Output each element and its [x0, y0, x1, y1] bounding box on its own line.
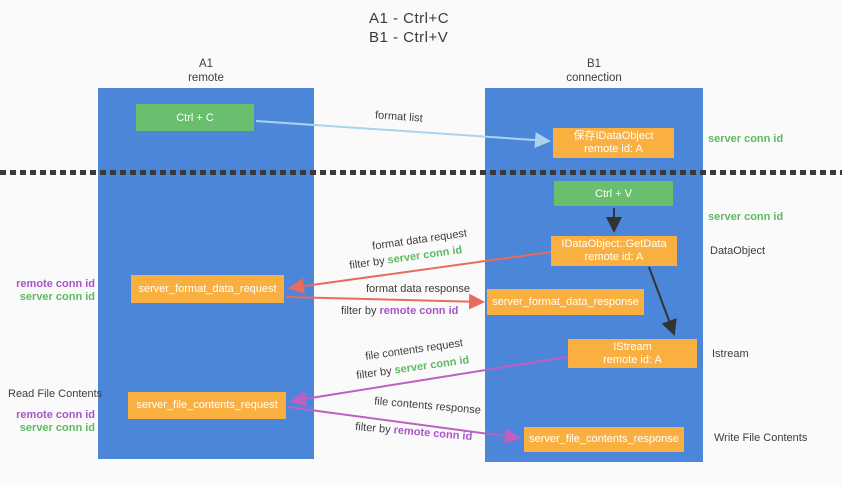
- save-idataobject-line1: 保存IDataObject: [573, 130, 654, 142]
- node-server-format-data-request: server_format_data_request: [131, 275, 284, 303]
- file-response-label: server_file_contents_response: [529, 433, 679, 445]
- label-remote-conn-id-upper: remote conn id: [16, 278, 95, 290]
- filter-by-text: filter by: [341, 305, 380, 317]
- remote-conn-id-text: remote conn id: [393, 424, 473, 444]
- lane-header-a1: A1 remote: [98, 57, 314, 85]
- node-istream: IStream remote id: A: [568, 339, 697, 368]
- getdata-line1: IDataObject::GetData: [561, 238, 667, 250]
- ctrl-c-label: Ctrl + C: [176, 111, 214, 124]
- filter-by-text: filter by: [355, 364, 396, 382]
- istream-line1: IStream: [613, 340, 652, 353]
- lane-a1-role: remote: [188, 72, 224, 84]
- conn-id-pair-lower: remote conn id server conn id: [0, 409, 95, 435]
- label-read-file-contents: Read File Contents: [8, 388, 103, 400]
- lane-a1-name: A1: [198, 58, 214, 70]
- label-server-conn-id-mid: server conn id: [708, 211, 784, 223]
- diagram-title: A1 - Ctrl+C B1 - Ctrl+V: [369, 9, 449, 47]
- node-ctrl-v: Ctrl + V: [554, 181, 673, 206]
- save-idataobject-line2: remote id: A: [584, 143, 643, 155]
- filter-by-text: filter by: [354, 420, 395, 437]
- format-response-label: server_format_data_response: [492, 295, 639, 308]
- file-request-label: server_file_contents_request: [136, 399, 278, 411]
- label-dataobject: DataObject: [710, 245, 766, 257]
- node-ctrl-c: Ctrl + C: [136, 104, 254, 131]
- lane-header-b1: B1 connection: [485, 57, 703, 85]
- label-remote-conn-id-lower: remote conn id: [16, 409, 95, 421]
- node-server-file-contents-response: server_file_contents_response: [524, 427, 684, 452]
- label-server-conn-id-top: server conn id: [708, 133, 784, 145]
- label-istream: Istream: [712, 348, 749, 360]
- conn-id-pair-upper: remote conn id server conn id: [0, 278, 95, 304]
- title-line-2: B1 - Ctrl+V: [369, 29, 449, 46]
- filter-by-text: filter by: [348, 254, 389, 272]
- arrow-label-file-contents-response: file contents response: [373, 395, 482, 417]
- title-line-1: A1 - Ctrl+C: [369, 10, 450, 27]
- ctrl-v-label: Ctrl + V: [595, 187, 632, 200]
- node-server-format-data-response: server_format_data_response: [487, 289, 644, 315]
- label-server-conn-id-lower: server conn id: [19, 422, 95, 434]
- label-server-conn-id-upper: server conn id: [19, 291, 95, 303]
- arrow-label-filter-remote-2: filter by remote conn id: [355, 421, 473, 444]
- remote-conn-id-text: remote conn id: [379, 305, 459, 317]
- node-server-file-contents-request: server_file_contents_request: [128, 392, 286, 419]
- getdata-line2: remote id: A: [584, 251, 644, 263]
- lane-b1-role: connection: [566, 72, 622, 84]
- dotted-separator: [0, 170, 842, 175]
- arrow-label-filter-remote-1: filter by remote conn id: [341, 305, 458, 318]
- arrow-label-format-data-response: format data response: [366, 283, 470, 295]
- lane-b1-name: B1: [586, 58, 602, 70]
- label-write-file-contents: Write File Contents: [714, 432, 808, 444]
- istream-line2: remote id: A: [603, 353, 662, 366]
- node-idataobject-getdata: IDataObject::GetData remote id: A: [551, 236, 677, 266]
- arrow-label-format-list: format list: [374, 109, 424, 125]
- format-request-label: server_format_data_request: [138, 282, 277, 295]
- node-save-idataobject: 保存IDataObject remote id: A: [553, 128, 674, 158]
- arrow-format-data-response: [285, 293, 485, 310]
